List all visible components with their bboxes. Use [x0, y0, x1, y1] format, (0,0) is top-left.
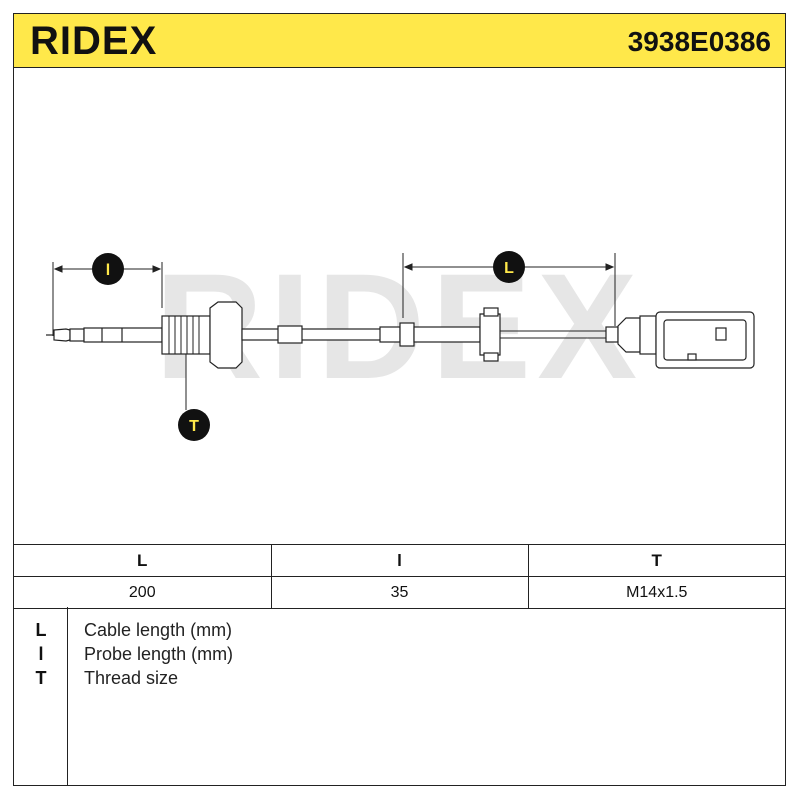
- callout-thread-badge: [178, 409, 210, 441]
- legend-description: Probe length (mm): [84, 644, 234, 664]
- spec-header-probe: l: [270, 544, 529, 577]
- spec-value-row: 200 35 M14x1.5: [14, 576, 785, 609]
- callout-thread-label: T: [189, 418, 199, 435]
- legend-keys-column: L l T: [14, 607, 68, 785]
- legend-key: L: [35, 620, 47, 640]
- callout-cable-badge: [493, 251, 525, 283]
- header-bar: RIDEX 3938E0386: [14, 14, 785, 68]
- legend-key: l: [38, 644, 44, 664]
- brand-logo: RIDEX: [30, 19, 158, 63]
- exhaust-temperature-sensor: [46, 301, 755, 369]
- spec-value-probe: 35: [270, 576, 529, 609]
- callout-cable-label: L: [504, 260, 514, 277]
- callout-probe-label: l: [106, 262, 110, 279]
- technical-drawing: RIDEX l L: [14, 68, 785, 544]
- legend: L l T Cable length (mm) Probe length (mm…: [14, 607, 785, 785]
- spec-header-thread: T: [527, 544, 785, 577]
- page-frame: RIDEX 3938E0386 RIDEX l L: [13, 13, 786, 786]
- legend-key: T: [35, 668, 47, 688]
- spec-value-thread: M14x1.5: [527, 576, 785, 609]
- spec-value-cable: 200: [14, 576, 272, 609]
- legend-description: Thread size: [84, 668, 179, 688]
- spec-header-row: L l T: [14, 544, 785, 577]
- spec-table: L l T 200 35 M14x1.5: [14, 544, 785, 609]
- sensor-diagram: RIDEX l L: [46, 242, 755, 441]
- legend-description: Cable length (mm): [84, 620, 233, 640]
- spec-header-cable: L: [14, 544, 272, 577]
- part-number: 3938E0386: [627, 26, 771, 57]
- callout-probe-badge: [92, 253, 124, 285]
